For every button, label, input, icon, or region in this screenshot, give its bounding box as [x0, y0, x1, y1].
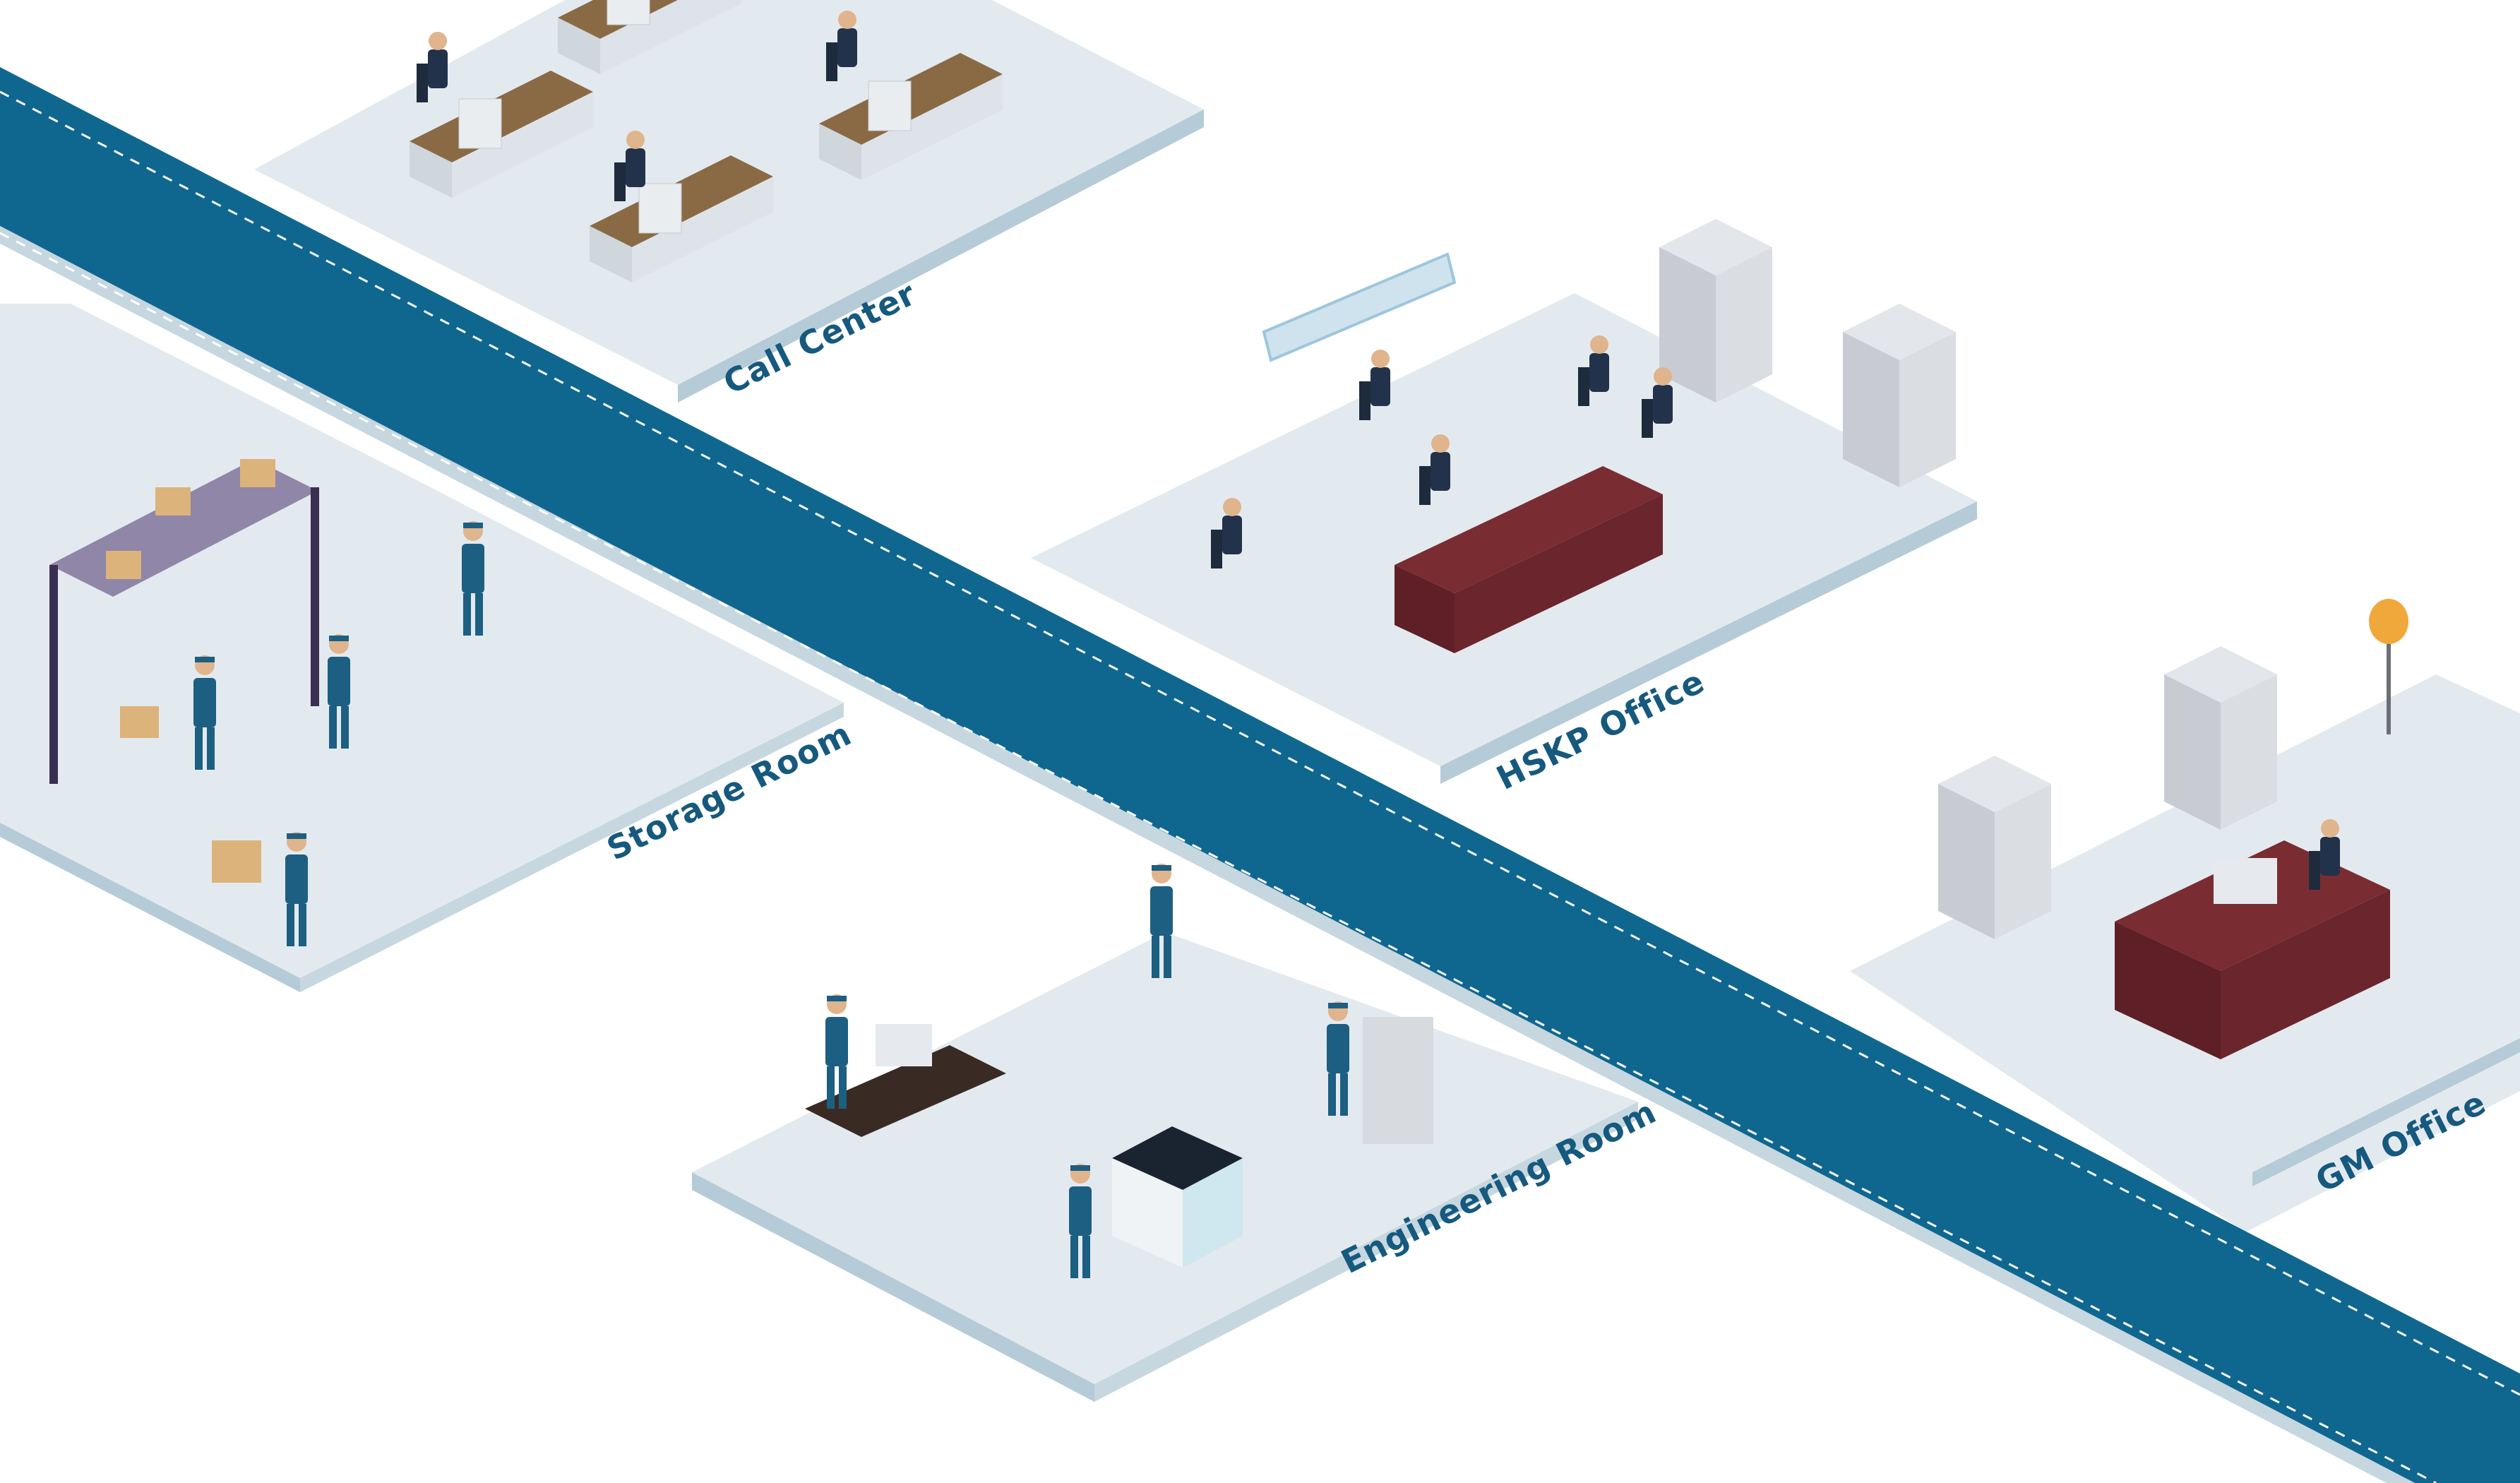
storage-room-floor [0, 304, 844, 992]
gm-office-floor [1850, 599, 2520, 1232]
engineering-room-floor [692, 864, 1638, 1402]
corridor [0, 67, 2520, 1483]
call-center-floor [254, 0, 1204, 403]
hskp-office-floor [1031, 219, 1977, 784]
